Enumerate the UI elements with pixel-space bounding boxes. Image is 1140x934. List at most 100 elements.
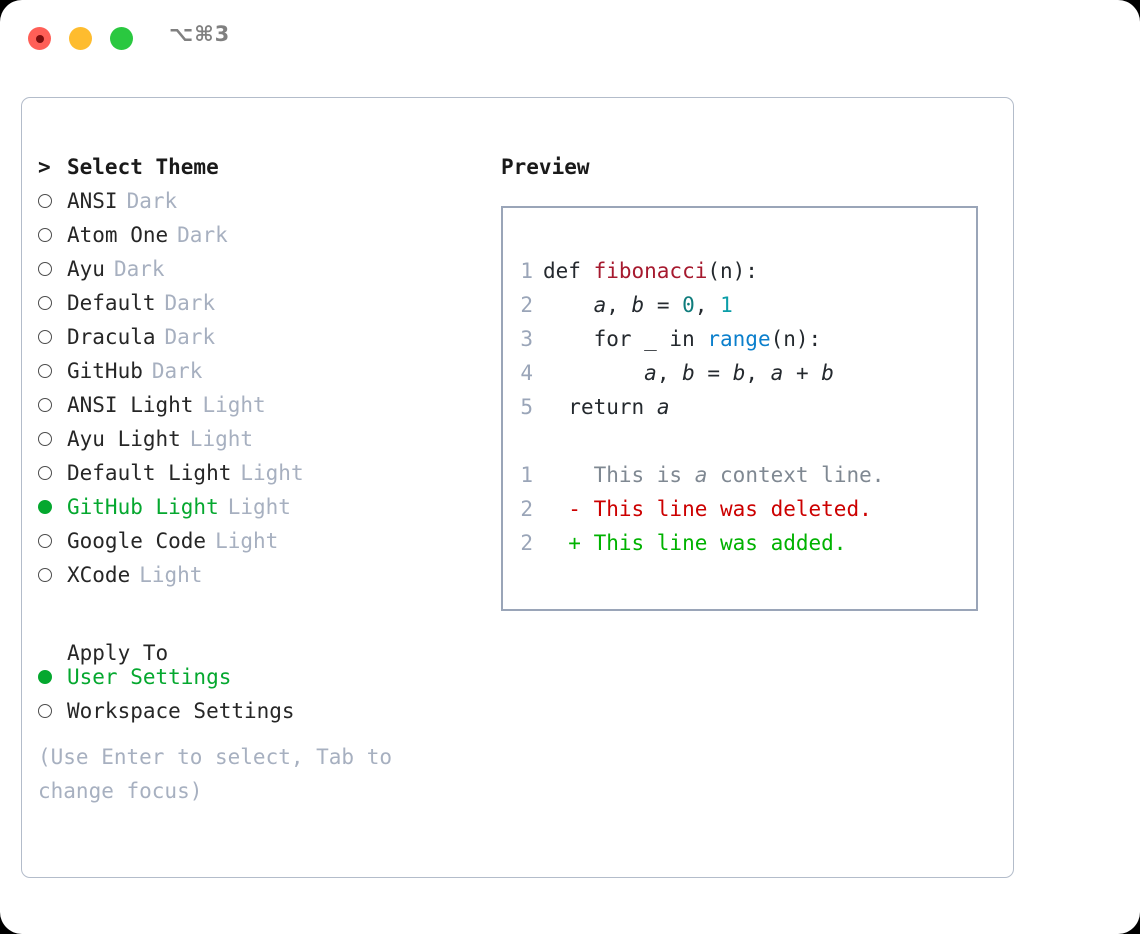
apply-to-item-workspace-settings[interactable]: Workspace Settings <box>38 694 478 728</box>
code-token: b <box>631 293 645 317</box>
window-controls <box>28 27 133 50</box>
radio-dot <box>38 296 52 310</box>
zoom-button[interactable] <box>110 27 133 50</box>
radio-dot <box>38 330 52 344</box>
line-number: 1 <box>520 259 533 283</box>
radio-empty-icon <box>38 252 67 286</box>
diff-sign: - <box>543 497 594 521</box>
theme-item-label: Default <box>67 291 156 315</box>
diff-token: a <box>694 463 708 487</box>
radio-empty-icon <box>38 218 67 252</box>
minimize-button[interactable] <box>69 27 92 50</box>
theme-item-ansi[interactable]: ANSI Dark <box>38 184 478 218</box>
radio-dot <box>38 432 52 446</box>
theme-item-label: GitHub Light <box>67 495 219 519</box>
diff-sign: + <box>543 531 594 555</box>
radio-empty-icon <box>38 456 67 490</box>
theme-item-tag: Dark <box>164 325 216 349</box>
theme-item-label: ANSI Light <box>67 393 194 417</box>
theme-item-tag: Light <box>202 393 266 417</box>
apply-to-item-label: User Settings <box>67 665 232 689</box>
diff-line-add: 2 + This line was added. <box>503 526 976 560</box>
radio-empty-icon <box>38 320 67 354</box>
radio-dot <box>38 704 52 718</box>
theme-item-label: Ayu <box>67 257 105 281</box>
radio-empty-icon <box>38 184 67 218</box>
code-token: b <box>821 361 834 385</box>
radio-dot <box>38 568 52 582</box>
code-token: fibonacci <box>593 259 708 283</box>
code-token: a <box>770 361 784 385</box>
radio-dot <box>38 466 52 480</box>
theme-item-ayu-light[interactable]: Ayu Light Light <box>38 422 478 456</box>
code-line-content: return a <box>543 390 669 424</box>
radio-selected-icon <box>38 660 67 694</box>
line-number: 1 <box>520 463 533 487</box>
theme-item-tag: Light <box>240 461 304 485</box>
preview-title: Preview <box>501 155 590 179</box>
theme-item-tag: Dark <box>164 291 216 315</box>
code-line: 5 return a <box>503 390 976 424</box>
radio-empty-icon <box>38 388 67 422</box>
diff-line-del: 2 - This line was deleted. <box>503 492 976 526</box>
code-line-content: a, b = 0, 1 <box>543 288 733 322</box>
code-diff-separator <box>503 424 976 458</box>
code-token: 0 <box>682 293 695 317</box>
diff-token: context line. <box>707 463 885 487</box>
theme-item-tag: Dark <box>126 189 178 213</box>
theme-item-label: Atom One <box>67 223 169 247</box>
theme-item-default-light[interactable]: Default Light Light <box>38 456 478 490</box>
radio-dot <box>38 398 52 412</box>
theme-item-label: ANSI <box>67 189 118 213</box>
keyboard-hint-text: (Use Enter to select, Tab to change focu… <box>38 745 393 803</box>
code-token: a <box>644 361 657 385</box>
code-line: 2 a, b = 0, 1 <box>503 288 976 322</box>
diff-token: This is <box>593 463 695 487</box>
theme-item-ansi-light[interactable]: ANSI Light Light <box>38 388 478 422</box>
code-token: def <box>543 259 594 283</box>
theme-item-label: Default Light <box>67 461 232 485</box>
radio-dot <box>38 500 52 514</box>
diff-line-content: + This line was added. <box>543 526 846 560</box>
radio-empty-icon <box>38 354 67 388</box>
code-token: , <box>656 361 683 385</box>
code-token: , <box>745 361 771 385</box>
caret-icon: > <box>38 155 51 179</box>
code-token: (n): <box>770 327 822 351</box>
radio-dot <box>38 534 52 548</box>
theme-item-default[interactable]: Default Dark <box>38 286 478 320</box>
diff-token: This line was deleted. <box>593 497 872 521</box>
diff-token: This line was added. <box>593 531 847 555</box>
radio-dot <box>38 364 52 378</box>
code-token: a <box>656 395 670 419</box>
line-number: 2 <box>520 531 533 555</box>
line-number: 5 <box>520 395 533 419</box>
theme-item-tag: Light <box>189 427 254 451</box>
list-spacer <box>38 592 478 626</box>
diff-line-ctx: 1 This is a context line. <box>503 458 976 492</box>
diff-sample: 1 This is a context line.2 - This line w… <box>503 458 976 560</box>
code-line-content: def fibonacci(n): <box>543 254 758 288</box>
close-button[interactable] <box>28 27 51 50</box>
theme-item-label: Google Code <box>67 529 207 553</box>
theme-item-tag: Dark <box>177 223 228 247</box>
theme-item-atom-one[interactable]: Atom One Dark <box>38 218 478 252</box>
code-token: for _ in <box>593 327 708 351</box>
radio-dot <box>38 228 52 242</box>
line-number: 3 <box>520 327 533 351</box>
radio-empty-icon <box>38 558 67 592</box>
theme-item-tag: Dark <box>151 359 203 383</box>
theme-item-label: Ayu Light <box>67 427 181 451</box>
apply-to-item-user-settings[interactable]: User Settings <box>38 660 478 694</box>
